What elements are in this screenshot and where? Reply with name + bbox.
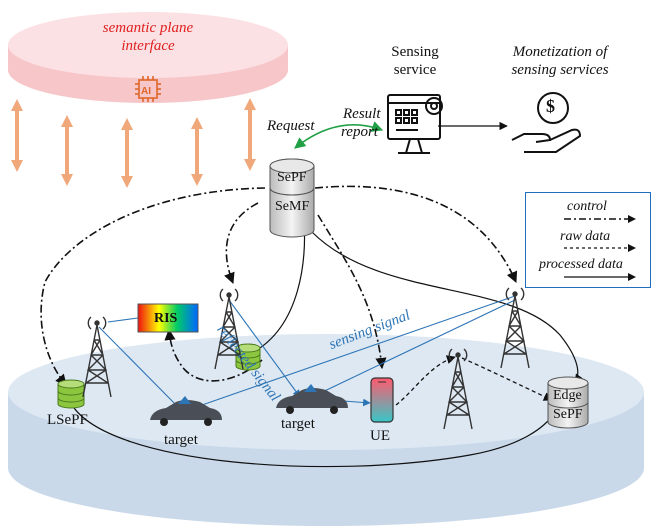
result-label: Result <box>343 106 381 122</box>
target-car-icon <box>276 384 348 414</box>
sepf-semf-database <box>269 158 315 238</box>
base-station-tower-icon <box>214 288 244 370</box>
legend-processed-data-line <box>564 273 636 281</box>
semf-label: SeMF <box>275 199 310 214</box>
sepf-label: SePF <box>277 170 307 185</box>
request-label: Request <box>267 118 315 134</box>
control-links <box>40 185 518 386</box>
money-hand-icon <box>511 92 582 153</box>
ue-phone-icon <box>370 377 394 423</box>
monetization-label: Monetization of <box>512 44 608 60</box>
semantic-plane-title: semantic plane <box>102 20 194 36</box>
target-car-icon <box>150 396 222 426</box>
legend-raw-data-label: raw data <box>560 229 611 244</box>
semantic-plane <box>8 12 288 103</box>
ai-chip-label: AI <box>141 86 151 97</box>
base-station-tower-icon <box>500 287 530 369</box>
ris-label: RIS <box>154 311 178 326</box>
base-station-tower-icon <box>443 348 473 430</box>
legend-control-label: control <box>567 199 607 214</box>
edge-sepf-label: Edge <box>553 388 582 403</box>
base-station-tower-icon <box>82 316 112 398</box>
lsepf-database-icon <box>57 379 85 409</box>
ue-label: UE <box>370 428 390 444</box>
dollar-sign: $ <box>546 96 555 116</box>
target-label-2: target <box>281 416 315 432</box>
monetization-label-2: sensing services <box>511 62 609 78</box>
signal-lines <box>98 295 516 414</box>
lsepf-label: LSePF <box>47 412 88 428</box>
request-result-arrow <box>294 121 384 149</box>
ris-panel <box>137 303 199 333</box>
ai-chip-icon <box>135 76 161 102</box>
legend-processed-data-label: processed data <box>539 257 623 272</box>
edge-sepf-database <box>547 376 589 429</box>
raw-data-links <box>395 355 553 406</box>
edge-sepf-label-2: SePF <box>553 407 583 422</box>
legend-control-line <box>564 215 636 223</box>
sensing-service-computer-icon <box>387 94 443 154</box>
sensing-service-label-2: service <box>393 62 437 78</box>
legend: control raw data processed data <box>525 192 651 288</box>
semantic-interface-arrows <box>11 98 256 188</box>
sensing-service-label: Sensing <box>391 44 439 60</box>
report-label: report <box>341 124 378 140</box>
semantic-plane-subtitle: interface <box>121 38 175 54</box>
target-label-1: target <box>164 432 198 448</box>
legend-raw-data-line <box>564 244 636 252</box>
